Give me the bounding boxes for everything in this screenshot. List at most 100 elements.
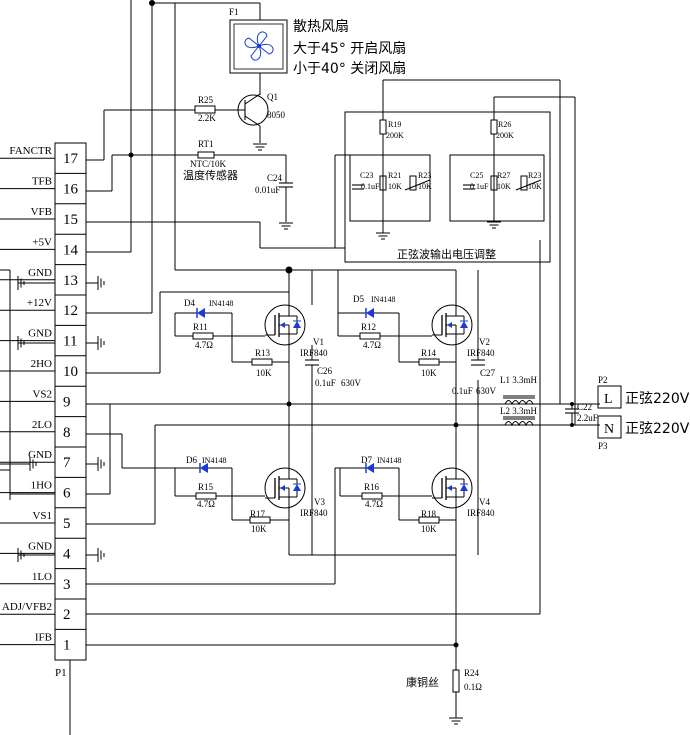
wiring	[0, 0, 600, 735]
connector-ref: P1	[55, 667, 67, 679]
d5-value: IN4148	[371, 295, 395, 304]
r21-ref: R21	[388, 171, 401, 180]
pin-number: 11	[63, 334, 77, 350]
r16-ref: R16	[364, 482, 380, 492]
l1-label: L1 3.3mH	[500, 375, 537, 385]
v1-ref: V1	[313, 337, 324, 347]
mosfet-v1	[264, 304, 306, 346]
feedback-caption: 正弦波输出电压调整	[397, 247, 496, 261]
pin-number: 16	[63, 182, 79, 198]
c27-value: 0.1uF	[452, 386, 473, 396]
connector-pins: 17FANCTR16TFB15VFB14+5V13GND12+12V11GND1…	[0, 145, 86, 654]
p2-pin: L	[604, 392, 613, 407]
pin-number: 8	[63, 425, 71, 441]
d4-value: IN4148	[209, 299, 233, 308]
pin-name: GND	[28, 328, 52, 340]
c22-ref: C22	[577, 402, 592, 412]
fan-control: R25 2.2K Q1 8050 RT1 NTC/10K 温度传感器 C24 0…	[183, 90, 294, 230]
pin-number: 13	[63, 273, 78, 289]
r27-value: 10K	[497, 182, 511, 191]
c23-ref: C23	[360, 171, 373, 180]
c26-ref: C26	[317, 366, 333, 376]
connector-p1: 17FANCTR16TFB15VFB14+5V13GND12+12V11GND1…	[0, 142, 87, 679]
p2-terminal	[597, 385, 622, 409]
v3-value: IRF840	[300, 508, 328, 518]
pin-name: VFB	[31, 206, 52, 218]
fan-off-note: 小于40° 关闭风扇	[293, 61, 406, 77]
r23a-pot	[409, 175, 417, 191]
pin-name: VS2	[32, 388, 52, 400]
gnd-symbols-left	[0, 275, 105, 563]
pin-name: GND	[28, 540, 52, 552]
r12-ref: R12	[361, 322, 376, 332]
c26-voltage: 630V	[341, 378, 362, 388]
pin-name: VS1	[32, 510, 52, 522]
pin-name: GND	[28, 449, 52, 461]
r14-value: 10K	[421, 368, 437, 378]
r24-value: 0.1Ω	[464, 682, 482, 692]
c27-voltage: 630V	[476, 386, 497, 396]
r24-resistor	[452, 669, 460, 693]
mosfet-v2	[431, 304, 473, 346]
r25-resistor	[194, 105, 216, 114]
q1-value: 8050	[267, 110, 286, 120]
r16-value: 4.7Ω	[365, 499, 383, 509]
pin-name: 2LO	[32, 419, 52, 431]
pin-name: +5V	[32, 236, 52, 248]
d4-ref: D4	[184, 298, 195, 308]
pin-name: 2HO	[31, 358, 52, 370]
q1-transistor	[237, 94, 269, 126]
r11-value: 4.7Ω	[195, 340, 213, 350]
diode-d7	[366, 463, 374, 473]
rt1-value: NTC/10K	[190, 159, 227, 169]
c23-value: 0.1uF	[361, 182, 380, 191]
r27-ref: R27	[497, 171, 510, 180]
v1-value: IRF840	[300, 348, 328, 358]
r15-value: 4.7Ω	[197, 499, 215, 509]
r15-ref: R15	[198, 482, 214, 492]
pin-number: 5	[63, 516, 71, 532]
r17-ref: R17	[250, 509, 266, 519]
v4-value: IRF840	[467, 508, 495, 518]
r18-value: 10K	[421, 524, 437, 534]
rt1-ref: RT1	[198, 139, 213, 149]
pin-number: 9	[63, 394, 71, 410]
r23b-ref: R23	[528, 171, 541, 180]
q1-ref: Q1	[267, 92, 278, 102]
fan-title: 散热风扇	[293, 19, 349, 35]
r12-value: 4.7Ω	[363, 340, 381, 350]
r24-description: 康铜丝	[406, 675, 439, 689]
h-bridge	[170, 270, 473, 524]
r19-ref: R19	[388, 120, 401, 129]
d6-value: IN4148	[202, 456, 226, 465]
r14-ref: R14	[421, 348, 437, 358]
rt1-description: 温度传感器	[183, 168, 238, 182]
pin-name: 1LO	[32, 571, 52, 583]
pin-number: 12	[63, 303, 78, 319]
pin-number: 10	[63, 364, 78, 380]
r25-value: 2.2K	[198, 113, 216, 123]
fan-icon	[244, 31, 274, 61]
fan-on-note: 大于45° 开启风扇	[293, 41, 406, 57]
c22-value: 2.2uF	[577, 413, 598, 423]
diode-d5	[366, 308, 374, 318]
r13-value: 10K	[256, 368, 272, 378]
p3-terminal	[597, 415, 622, 439]
diode-d6	[200, 463, 208, 473]
c26-value: 0.1uF	[315, 378, 336, 388]
pin-name: TFB	[32, 176, 52, 188]
r26-ref: R26	[498, 120, 511, 129]
r21-resistor	[379, 175, 387, 191]
r23a-ref: R23	[418, 171, 431, 180]
bridge-labels: D4 IN4148 R11 4.7Ω R13 10K V1 IRF840 D5 …	[184, 294, 497, 534]
r24-ref: R24	[464, 668, 480, 678]
c24-value: 0.01uF	[255, 185, 280, 195]
rt1-thermistor	[197, 151, 215, 159]
r19-value: 200K	[386, 131, 404, 140]
l2-label: L2 3.3mH	[500, 406, 537, 416]
r21-value: 10K	[388, 182, 402, 191]
pin-number: 6	[63, 486, 71, 502]
p3-ref: P3	[598, 441, 608, 451]
